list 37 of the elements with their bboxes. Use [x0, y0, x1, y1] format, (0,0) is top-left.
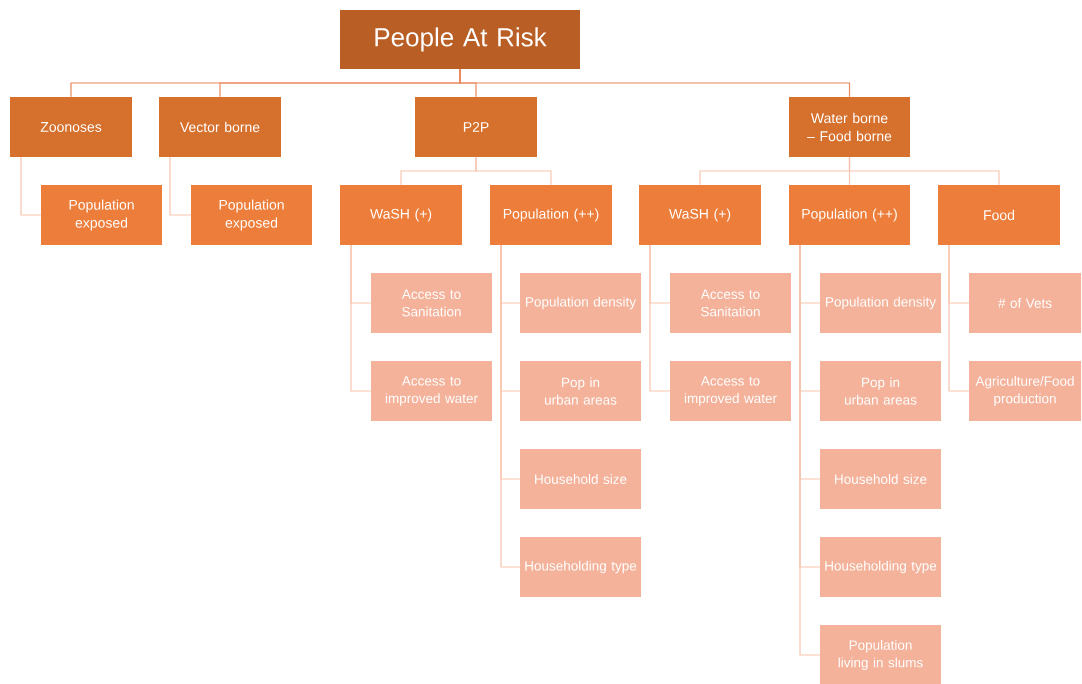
- category-box: P2P: [415, 97, 537, 157]
- connector-line: [799, 244, 821, 656]
- indicator-box: Population density: [820, 273, 941, 333]
- indicator-box: Householding type: [820, 537, 941, 597]
- subcategory-box: Population exposed: [191, 185, 312, 245]
- connector-line: [350, 244, 372, 392]
- connector-line: [848, 156, 1000, 186]
- indicator-box: Population living in slums: [820, 625, 941, 684]
- indicator-box: Access to improved water: [670, 361, 791, 421]
- subcategory-box: Population exposed: [41, 185, 162, 245]
- indicator-box: Householding type: [520, 537, 641, 597]
- connector-line: [948, 244, 970, 392]
- subcategory-box: Food: [938, 185, 1060, 245]
- connector-line: [20, 156, 42, 216]
- subcategory-box: Population (++): [490, 185, 612, 245]
- indicator-box: Access to Sanitation: [670, 273, 791, 333]
- connector-line: [169, 156, 192, 216]
- subcategory-box: WaSH (+): [340, 185, 462, 245]
- title-box: People At Risk: [340, 10, 580, 69]
- subcategory-box: WaSH (+): [639, 185, 761, 245]
- connector-line: [649, 244, 671, 392]
- connector-line: [475, 156, 552, 186]
- category-box: Water borne – Food borne: [789, 97, 910, 157]
- category-box: Zoonoses: [10, 97, 132, 157]
- indicator-box: Agriculture/Food production: [969, 361, 1081, 421]
- connector-line: [459, 68, 851, 98]
- indicator-box: # of Vets: [969, 273, 1081, 333]
- category-box: Vector borne: [159, 97, 281, 157]
- indicator-box: Access to Sanitation: [371, 273, 492, 333]
- indicator-box: Pop in urban areas: [520, 361, 641, 421]
- indicator-box: Household size: [820, 449, 941, 509]
- indicator-box: Population density: [520, 273, 641, 333]
- indicator-box: Household size: [520, 449, 641, 509]
- indicator-box: Access to improved water: [371, 361, 492, 421]
- subcategory-box: Population (++): [789, 185, 910, 245]
- connector-line: [500, 244, 521, 568]
- indicator-box: Pop in urban areas: [820, 361, 941, 421]
